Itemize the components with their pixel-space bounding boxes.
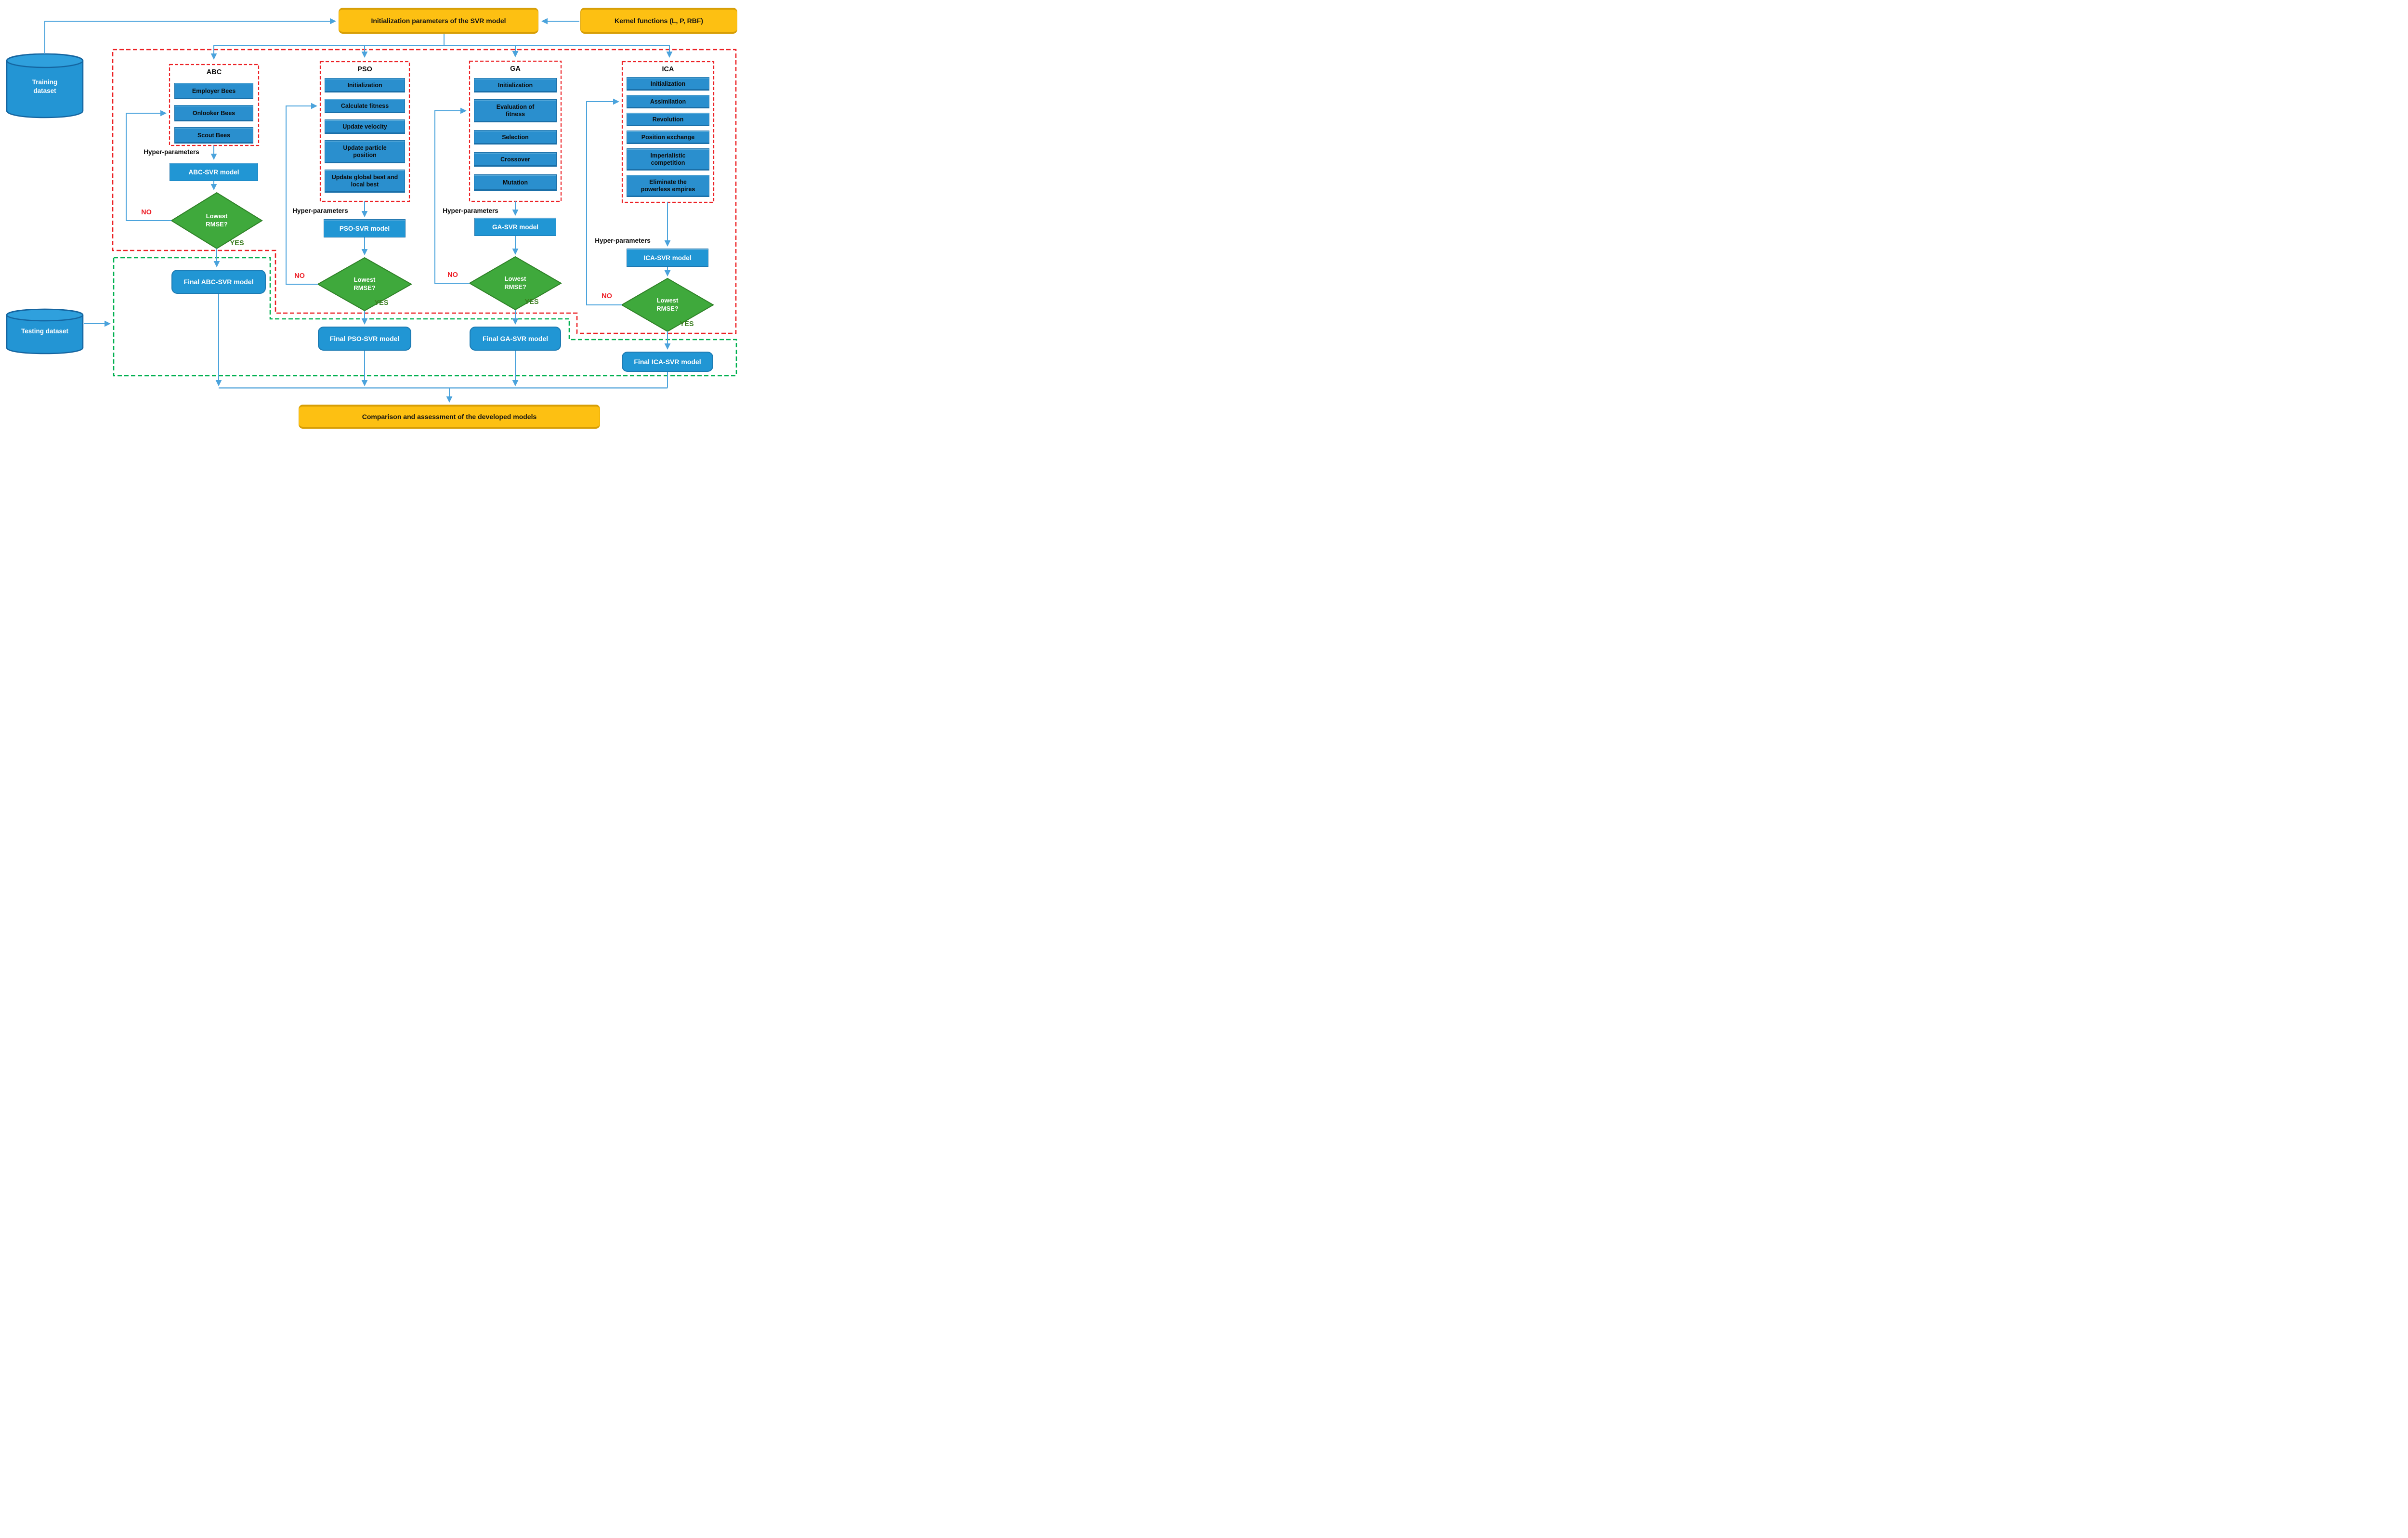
abc-decision-diamond xyxy=(170,192,263,250)
pso-yes-label: YES xyxy=(374,299,389,307)
ga-no-loop xyxy=(434,107,470,284)
kernel-functions-box: Kernel functions (L, P, RBF) xyxy=(580,8,737,34)
pso-step: Update global best and local best xyxy=(325,170,405,193)
ga-decision-line1: Lowest xyxy=(504,275,526,283)
pso-svr-model-box: PSO-SVR model xyxy=(324,219,406,237)
pso-step: Calculate fitness xyxy=(325,99,405,113)
ica-no-label: NO xyxy=(602,292,612,300)
pso-step: Initialization xyxy=(325,78,405,92)
pso-step: Update velocity xyxy=(325,119,405,134)
testing-dataset-label: Testing dataset xyxy=(21,328,69,335)
ica-step: Position exchange xyxy=(627,131,709,144)
abc-decision-line2: RMSE? xyxy=(206,221,228,228)
ga-step: Selection xyxy=(474,130,557,145)
ga-no-label: NO xyxy=(447,271,458,279)
ica-step: Assimilation xyxy=(627,95,709,108)
training-to-init-arrow xyxy=(44,18,336,54)
training-dataset-label: Training dataset xyxy=(32,79,58,94)
ica-decision-line1: Lowest xyxy=(656,297,679,304)
ga-hyper-parameters-label: Hyper-parameters xyxy=(443,207,498,214)
ga-yes-label: YES xyxy=(524,298,539,306)
ga-svr-model-box: GA-SVR model xyxy=(474,218,556,236)
ica-decision-label: Lowest RMSE? xyxy=(650,291,685,318)
ica-svr-model-box: ICA-SVR model xyxy=(627,249,708,267)
ga-step: Initialization xyxy=(474,78,557,92)
training-dataset-cylinder xyxy=(6,53,84,118)
ica-final-model-box: Final ICA-SVR model xyxy=(622,352,713,372)
abc-yes-label: YES xyxy=(230,239,244,247)
ga-decision-label: Lowest RMSE? xyxy=(497,270,533,297)
ica-step: Imperialistic competition xyxy=(627,148,709,171)
ica-decision-diamond xyxy=(621,277,714,332)
pso-decision-line1: Lowest xyxy=(353,276,376,284)
pso-final-model-box: Final PSO-SVR model xyxy=(318,327,411,351)
column-title-ga: GA xyxy=(510,65,521,73)
ga-step: Evaluation of fitness xyxy=(474,99,557,122)
abc-step: Onlooker Bees xyxy=(174,105,253,121)
init-parameters-box: Initialization parameters of the SVR mod… xyxy=(339,8,538,34)
ica-step: Eliminate the powerless empires xyxy=(627,175,709,197)
testing-region-green-dashed-box xyxy=(113,257,737,377)
abc-no-label: NO xyxy=(141,209,152,216)
pso-decision-line2: RMSE? xyxy=(353,284,376,291)
training-region-red-dashed-box xyxy=(112,49,737,334)
flow-connectors xyxy=(6,18,737,403)
pso-hyper-parameters-label: Hyper-parameters xyxy=(292,207,348,214)
ica-step: Revolution xyxy=(627,113,709,126)
pso-step: Update particle position xyxy=(325,140,405,163)
ga-final-model-box: Final GA-SVR model xyxy=(470,327,561,351)
abc-final-model-box: Final ABC-SVR model xyxy=(171,270,266,294)
ga-decision-line2: RMSE? xyxy=(504,283,526,290)
ica-hyper-parameters-label: Hyper-parameters xyxy=(595,237,651,244)
ica-yes-label: YES xyxy=(680,320,694,328)
comparison-box: Comparison and assessment of the develop… xyxy=(299,405,600,429)
abc-decision-line1: Lowest xyxy=(206,212,228,220)
pso-decision-label: Lowest RMSE? xyxy=(347,271,382,298)
column-title-pso: PSO xyxy=(357,66,372,73)
ica-step: Initialization xyxy=(627,77,709,91)
ga-decision-diamond xyxy=(469,256,562,311)
ga-step: Mutation xyxy=(474,174,557,191)
flowchart-canvas: Initialization parameters of the SVR mod… xyxy=(0,0,743,431)
abc-step: Scout Bees xyxy=(174,127,253,144)
abc-no-loop xyxy=(126,110,171,221)
abc-svr-model-box: ABC-SVR model xyxy=(170,163,258,181)
pso-decision-diamond xyxy=(316,257,413,312)
ica-decision-line2: RMSE? xyxy=(656,305,679,312)
abc-hyper-parameters-label: Hyper-parameters xyxy=(144,148,199,156)
column-title-abc: ABC xyxy=(206,68,222,76)
abc-decision-label: Lowest RMSE? xyxy=(199,207,235,234)
testing-dataset-cylinder xyxy=(6,308,84,355)
pso-no-loop xyxy=(286,103,318,285)
ga-step: Crossover xyxy=(474,152,557,167)
ica-no-loop xyxy=(586,98,622,305)
abc-step: Employer Bees xyxy=(174,83,253,99)
pso-no-label: NO xyxy=(294,272,305,280)
column-title-ica: ICA xyxy=(662,66,674,73)
